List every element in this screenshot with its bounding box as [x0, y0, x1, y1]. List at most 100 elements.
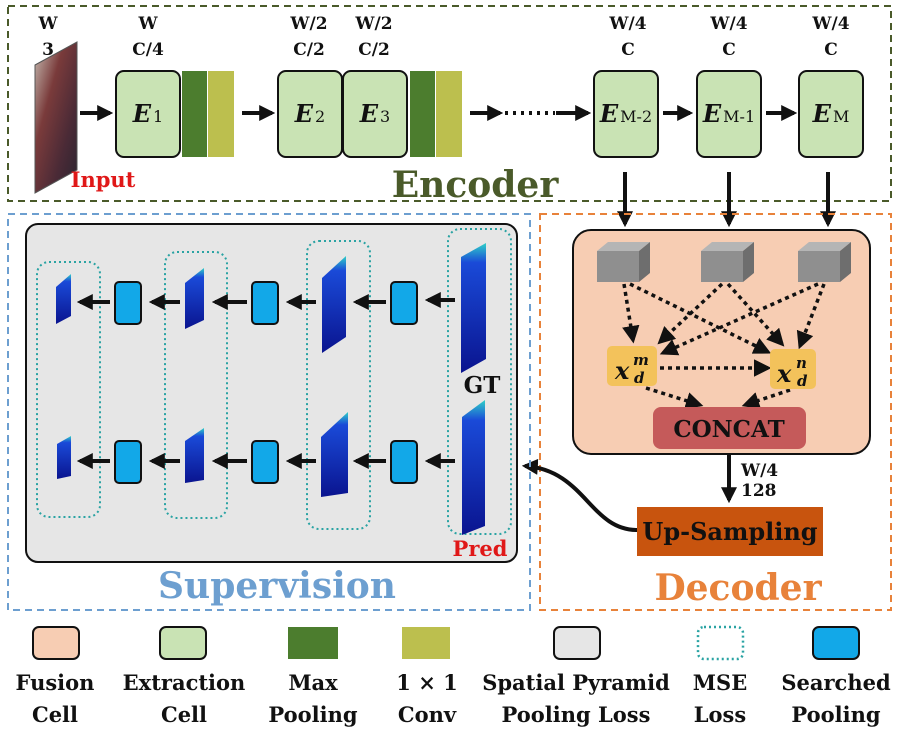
node-m-sub: d [634, 369, 645, 387]
upsampling-box [637, 507, 823, 556]
cell-sub-e2: 2 [315, 107, 325, 126]
cell-letter-e3: E [359, 99, 379, 128]
svg-text:EM: EM [812, 99, 850, 128]
dim-bottom-em1: C [722, 40, 736, 60]
dim-top-e3: W/2 [354, 14, 392, 34]
cell-sub-em1: M-1 [723, 107, 755, 126]
gt-label: GT [464, 372, 501, 399]
legend-swatch-extraction-cell [159, 626, 207, 660]
dim-bottom-em2: C [621, 40, 635, 60]
mse-loss-groups [36, 228, 512, 535]
legend-mse-loss-line1: MSE [693, 670, 747, 695]
svg-text:E3: E3 [359, 99, 390, 128]
decoder-dim-top: W/4 [740, 461, 778, 481]
legend-fusion-cell-line1: Fusion [16, 670, 95, 695]
legend-mse-loss-line2: Loss [694, 702, 746, 727]
legend-swatch-conv-1x1 [402, 627, 450, 659]
feature-cube-3 [798, 242, 851, 282]
supervision-section: GT Pred Supervision [7, 213, 531, 611]
dim-top-em2: W/4 [608, 14, 646, 34]
legend-extraction-cell-line1: Extraction [123, 670, 246, 695]
dim-top-e2: W/2 [289, 14, 327, 34]
svg-text:E2: E2 [294, 99, 325, 128]
cell-sub-e3: 3 [380, 107, 390, 126]
legend-spatial-pyramid-pooling-loss-line2: Pooling Loss [502, 702, 651, 727]
legend-searched-pooling-line2: Pooling [791, 702, 880, 727]
dim-top-em: W/4 [811, 14, 849, 34]
cell-letter-em2: E [599, 99, 619, 128]
legend-swatch-mse-loss [696, 625, 745, 661]
cell-letter-em1: E [702, 99, 722, 128]
supervision-title: Supervision [158, 565, 396, 607]
node-n-sub: d [797, 372, 808, 390]
legend-fusion-cell-line2: Cell [32, 702, 78, 727]
cell-sub-em: M [833, 107, 849, 126]
node-m-sup: m [633, 351, 649, 369]
legend-max-pooling-line1: Max [288, 670, 338, 695]
cell-letter-e2: E [294, 99, 314, 128]
concat-box [653, 407, 806, 449]
cell-letter-em: E [812, 99, 832, 128]
density-maps-gt [56, 243, 486, 373]
feature-cube-1 [597, 242, 650, 282]
svg-text:x: x [776, 359, 792, 388]
max-pooling-block-1 [182, 71, 207, 157]
dim-top-e1: W [137, 14, 158, 34]
cell-letter-e1: E [132, 99, 152, 128]
legend-conv-1x1-line2: Conv [398, 702, 457, 727]
decoder-section: x m d x n d CONCAT W/4 128 Up-Sampling D… [539, 213, 892, 611]
dim-top-input: W [37, 14, 58, 34]
legend-swatch-fusion-cell [32, 626, 80, 660]
decoder-dim-bottom: 128 [741, 481, 777, 501]
svg-text:EM-2: EM-2 [599, 99, 652, 128]
upsampling-label: Up-Sampling [642, 517, 817, 546]
legend-extraction-cell-line2: Cell [161, 702, 207, 727]
dim-bottom-e1: C/4 [132, 40, 164, 60]
input-label: Input [71, 167, 136, 192]
encoder-dimension-labels: W 3 W C/4 W/2C/2 W/2C/2 W/4C W/4C W/4C [37, 14, 849, 60]
conv-1x1-block-2 [436, 71, 462, 157]
svg-text:x: x [614, 356, 630, 385]
conv-1x1-block-1 [208, 71, 234, 157]
cell-sub-em2: M-2 [620, 107, 652, 126]
svg-text:EM-1: EM-1 [702, 99, 755, 128]
concat-label: CONCAT [673, 416, 784, 443]
node-n-sup: n [796, 354, 807, 372]
input-image [34, 41, 78, 194]
dim-bottom-e3: C/2 [358, 40, 390, 60]
arrow-upsampling-to-pred [521, 458, 638, 532]
decoder-node-n [770, 349, 816, 389]
legend-swatch-spatial-pyramid [553, 626, 601, 660]
density-maps-pred [57, 400, 485, 535]
max-pooling-block-2 [410, 71, 435, 157]
searched-pooling-row-bottom [76, 440, 455, 484]
node-n-base: x [776, 359, 792, 388]
encoder-title: Encoder [392, 164, 560, 206]
node-m-base: x [614, 356, 630, 385]
cell-sub-e1: 1 [153, 107, 163, 126]
dim-top-em1: W/4 [709, 14, 747, 34]
legend-searched-pooling-line1: Searched [781, 670, 891, 695]
decoder-title: Decoder [654, 567, 822, 609]
legend-max-pooling-line2: Pooling [268, 702, 357, 727]
legend-swatch-searched-pooling [812, 626, 860, 660]
legend-spatial-pyramid-pooling-loss-line1: Spatial Pyramid [482, 670, 670, 695]
svg-text:E1: E1 [132, 99, 163, 128]
fusion-cell-box [572, 229, 871, 455]
decoder-node-m [607, 346, 657, 386]
dim-bottom-em: C [824, 40, 838, 60]
legend-swatch-max-pooling [288, 627, 338, 659]
dim-bottom-e2: C/2 [293, 40, 325, 60]
dim-bottom-input: 3 [42, 40, 54, 60]
legend-conv-1x1-line1: 1 × 1 [396, 670, 457, 695]
